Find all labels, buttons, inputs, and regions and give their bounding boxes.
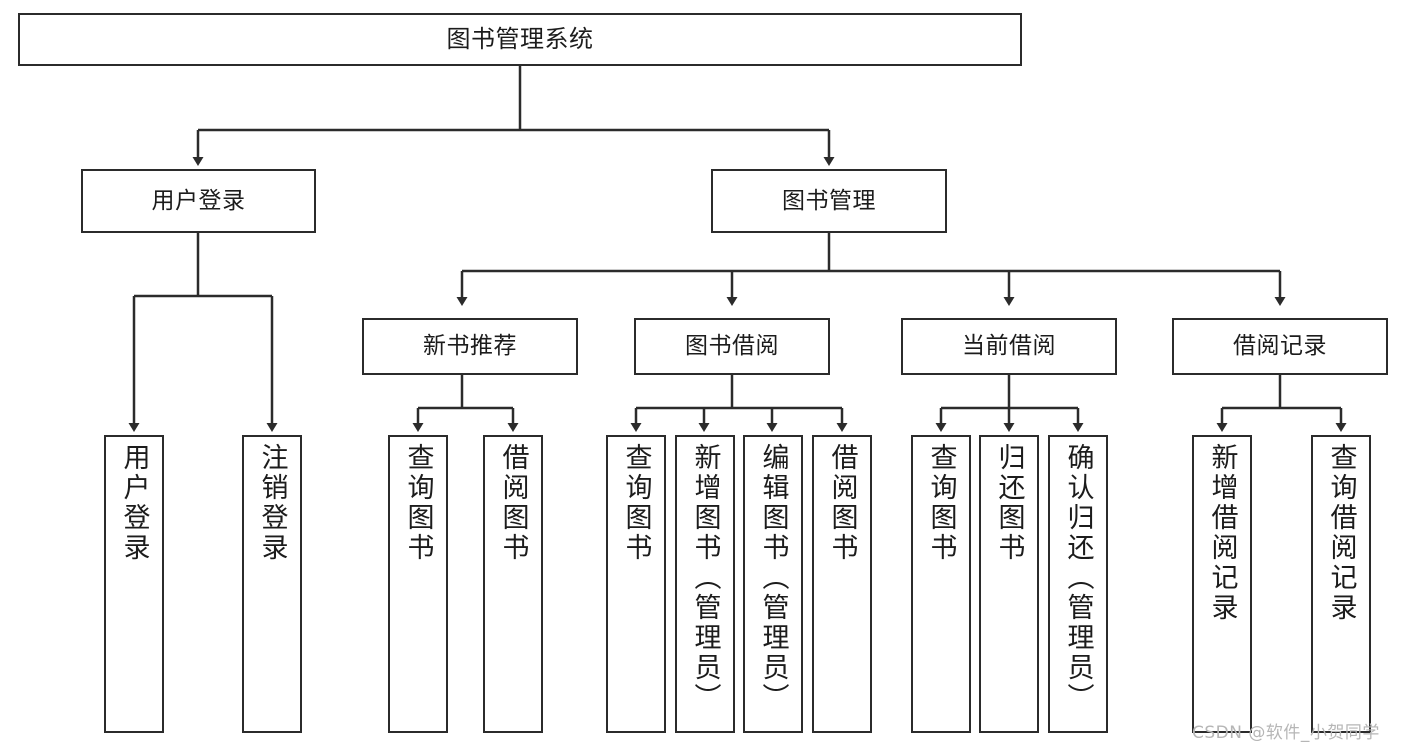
node-label: 用户登录 [151, 187, 246, 214]
leaf-new-book-borrow[interactable]: 借阅图书 [483, 435, 543, 733]
node-label: 新增图书（管理员） [689, 443, 721, 713]
node-current-borrow[interactable]: 当前借阅 [901, 318, 1117, 375]
node-label: 借阅图书 [497, 443, 529, 563]
node-root-book-management-system[interactable]: 图书管理系统 [18, 13, 1022, 66]
leaf-current-borrow-query[interactable]: 查询图书 [911, 435, 971, 733]
node-label: 新增借阅记录 [1206, 443, 1238, 623]
leaf-user-login-login[interactable]: 用户登录 [104, 435, 164, 733]
leaf-borrow-record-add[interactable]: 新增借阅记录 [1192, 435, 1252, 733]
leaf-book-borrow-add[interactable]: 新增图书（管理员） [675, 435, 735, 733]
leaf-new-book-query[interactable]: 查询图书 [388, 435, 448, 733]
node-label: 查询图书 [925, 443, 957, 563]
node-book-borrow[interactable]: 图书借阅 [634, 318, 830, 375]
node-book-management[interactable]: 图书管理 [711, 169, 947, 233]
node-label: 查询借阅记录 [1325, 443, 1357, 623]
leaf-user-login-logout[interactable]: 注销登录 [242, 435, 302, 733]
leaf-book-borrow-query[interactable]: 查询图书 [606, 435, 666, 733]
node-label: 当前借阅 [962, 333, 1056, 360]
node-label: 新书推荐 [423, 333, 517, 360]
node-label: 用户登录 [118, 443, 150, 563]
leaf-book-borrow-borrow[interactable]: 借阅图书 [812, 435, 872, 733]
node-label: 查询图书 [620, 443, 652, 563]
node-label: 确认归还（管理员） [1062, 443, 1094, 713]
node-label: 借阅图书 [826, 443, 858, 563]
leaf-current-borrow-return[interactable]: 归还图书 [979, 435, 1039, 733]
node-borrow-record[interactable]: 借阅记录 [1172, 318, 1388, 375]
node-user-login[interactable]: 用户登录 [81, 169, 316, 233]
node-label: 查询图书 [402, 443, 434, 563]
node-label: 图书管理 [782, 187, 876, 214]
node-new-book-recommend[interactable]: 新书推荐 [362, 318, 578, 375]
node-label: 编辑图书（管理员） [757, 443, 789, 713]
node-label: 注销登录 [256, 443, 288, 563]
watermark-text: CSDN @软件_小贺同学 [1192, 723, 1380, 743]
node-label: 借阅记录 [1233, 333, 1327, 360]
leaf-borrow-record-query[interactable]: 查询借阅记录 [1311, 435, 1371, 733]
node-label: 图书管理系统 [446, 24, 594, 53]
leaf-current-borrow-confirm-return[interactable]: 确认归还（管理员） [1048, 435, 1108, 733]
leaf-book-borrow-edit[interactable]: 编辑图书（管理员） [743, 435, 803, 733]
node-label: 图书借阅 [685, 333, 779, 360]
node-label: 归还图书 [993, 443, 1025, 563]
